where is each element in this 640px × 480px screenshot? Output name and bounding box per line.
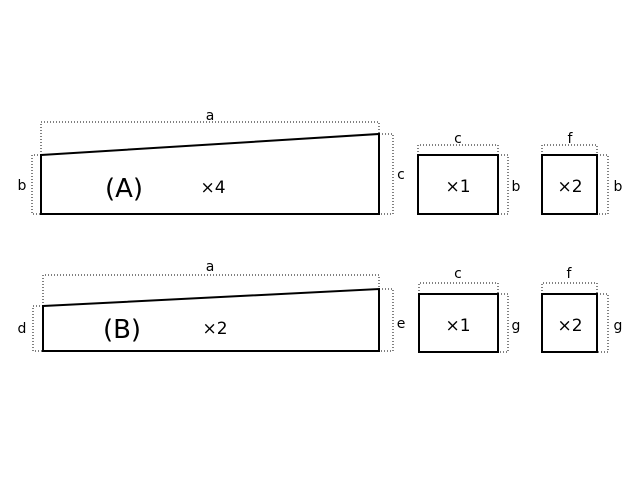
panel-b-main-qty: ×2 (202, 319, 227, 339)
panel-a-piece2-top-guide (541, 144, 598, 155)
panel-a-main-qty: ×4 (200, 178, 225, 198)
panel-b-piece2-right-guide (597, 293, 609, 353)
panel-b-piece1-qty: ×1 (445, 316, 470, 336)
panel-a-dim-b-guide (31, 154, 41, 215)
panel-a-piece1-dim-right: b (512, 179, 521, 195)
panel-a-dim-c-guide (379, 133, 394, 215)
panel-b-dim-e-guide (379, 288, 394, 352)
panel-a-piece2-dim-right: b (614, 179, 623, 195)
panel-b-dim-top-label: a (206, 259, 215, 275)
panel-a-piece1-right-guide (498, 154, 509, 215)
panel-b-row: a d e (B) ×2 c g ×1 f g ×2 (18, 259, 623, 353)
panel-b-label: (B) (103, 315, 141, 345)
panel-b-piece1-dim-top: c (454, 266, 462, 282)
panel-b-piece1-rect (418, 293, 499, 353)
panel-b-piece2-qty: ×2 (557, 316, 582, 336)
panel-a-piece2-dim-top: f (568, 131, 574, 147)
panel-b-piece1-top-guide (418, 282, 499, 294)
panel-a-piece2-rect (541, 154, 598, 215)
panel-b-main-shape (42, 287, 380, 352)
panel-b-piece2-top-guide (541, 282, 598, 294)
panel-b-dim-d-guide (32, 305, 43, 352)
panel-a-piece2-qty: ×2 (557, 177, 582, 197)
panel-a-row: a b c (A) ×4 c b ×1 f b ×2 (18, 108, 623, 215)
panel-b-piece2-dim-right: g (614, 318, 623, 334)
panel-a-dim-top-label: a (206, 108, 215, 124)
panel-a-piece1-dim-top: c (454, 131, 462, 147)
panel-a-piece1-rect (417, 154, 499, 215)
panel-b-dim-a-guide (42, 274, 380, 306)
panel-a-dim-left-label: b (18, 178, 27, 194)
panel-b-piece1-right-guide (498, 293, 509, 353)
panel-a-piece1-qty: ×1 (445, 177, 470, 197)
panel-a-dim-a-guide (40, 121, 380, 155)
panel-b-dim-left-label: d (18, 321, 27, 337)
panel-b-dim-right-label: e (397, 316, 406, 332)
panel-a-main-shape (40, 132, 380, 215)
panel-b-piece1-dim-right: g (512, 318, 521, 334)
panel-a-dim-right-label: c (397, 167, 405, 183)
panel-a-piece2-right-guide (597, 154, 609, 215)
panel-a-label: (A) (105, 174, 143, 204)
panel-b-piece2-rect (541, 293, 598, 353)
panel-b-piece2-dim-top: f (567, 266, 573, 282)
